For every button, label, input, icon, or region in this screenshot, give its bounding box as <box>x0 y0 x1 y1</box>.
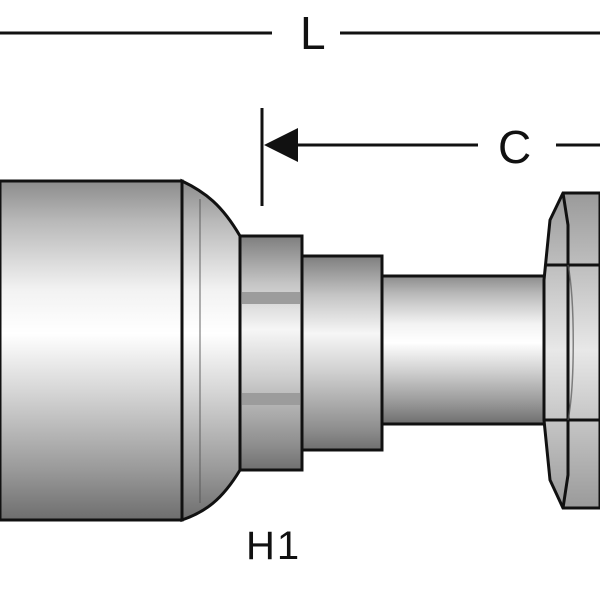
hex-nut <box>542 191 600 510</box>
collar <box>238 234 304 472</box>
arrowhead <box>264 128 298 162</box>
dimension-label-H1: H1 <box>246 524 302 568</box>
dimension-label-C: C <box>492 124 538 170</box>
stem-shoulder <box>300 254 384 452</box>
socket-body <box>0 178 242 523</box>
stem-tube <box>380 274 552 426</box>
dimension-line-C <box>260 108 600 206</box>
dimension-label-L: L <box>294 10 332 56</box>
